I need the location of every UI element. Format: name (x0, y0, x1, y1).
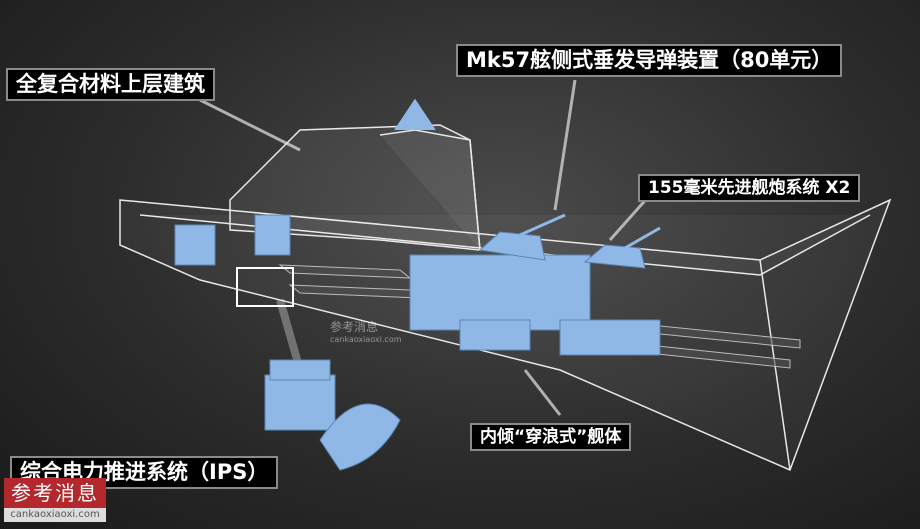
label-hull: 内倾“穿浪式”舰体 (470, 423, 632, 452)
ips-highlight-box (236, 267, 294, 307)
label-superstructure: 全复合材料上层建筑 (6, 68, 215, 102)
vls-modules (174, 214, 661, 356)
superstructure-outline (229, 98, 481, 251)
watermark-url: cankaoxiaoxi.com (4, 508, 106, 522)
center-watermark-url: cankaoxiaoxi.com (330, 335, 402, 344)
gun-turrets (478, 213, 661, 269)
label-gun: 155毫米先进舰炮系统 X2 (638, 174, 861, 203)
center-watermark-name: 参考消息 (330, 320, 379, 334)
watermark-name: 参考消息 (4, 478, 106, 508)
watermark-logo: 参考消息 cankaoxiaoxi.com (4, 478, 106, 522)
center-watermark: 参考消息 cankaoxiaoxi.com (330, 318, 402, 344)
label-vls: Mk57舷侧式垂发导弹装置（80单元） (456, 44, 843, 78)
ips-engine (264, 359, 401, 471)
callout-lines (199, 79, 652, 416)
